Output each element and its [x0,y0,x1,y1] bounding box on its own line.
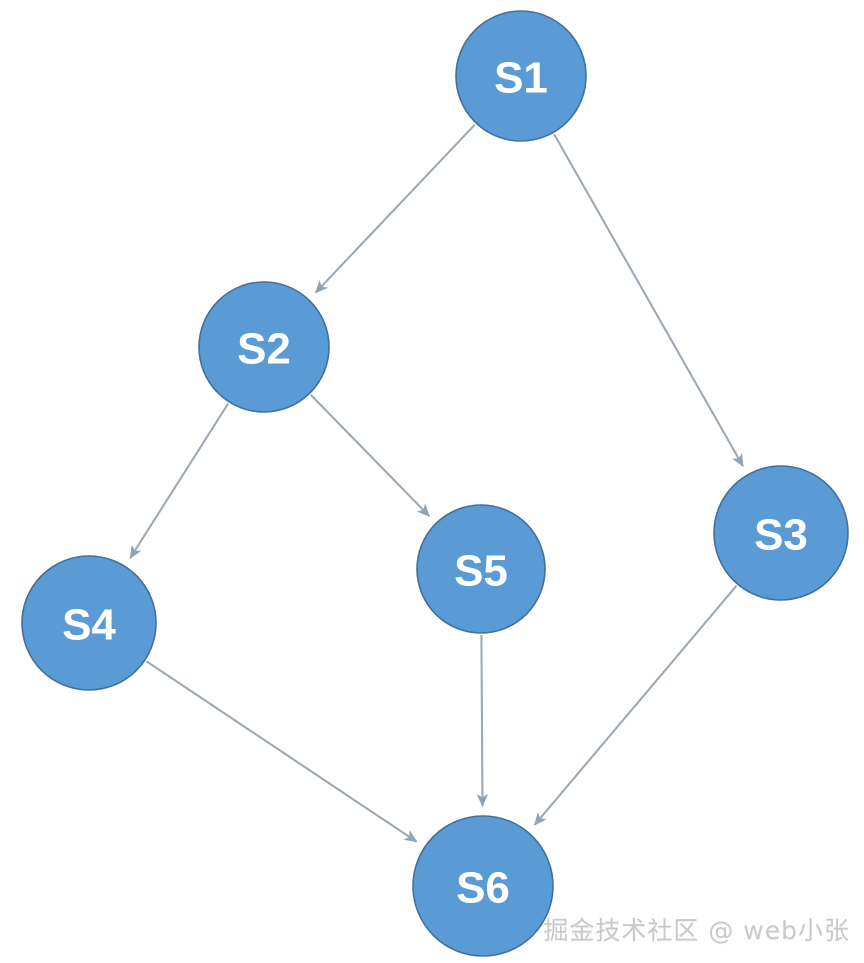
node-s4-shape[interactable] [21,555,157,691]
edges-layer [129,123,744,843]
watermark-text: 掘金技术社区 @ web小张 [543,916,850,945]
node-s1-shape[interactable] [455,10,587,142]
edge-s2-to-s4 [129,403,230,559]
node-s5-label: S5 [454,547,508,596]
node-s4[interactable]: S4 [21,555,157,691]
node-s4-label: S4 [62,601,116,650]
edge-s3-to-s6 [533,585,738,826]
node-s6-label: S6 [456,864,510,913]
node-s3-shape[interactable] [713,465,849,601]
node-s5[interactable]: S5 [416,504,546,634]
node-s2[interactable]: S2 [198,281,330,413]
node-s3-label: S3 [754,511,808,560]
edge-s1-to-s3 [553,133,744,467]
edge-s5-to-s6 [476,634,489,808]
node-s2-label: S2 [237,325,291,374]
edge-s2-to-s5 [310,394,431,517]
edge-s1-to-s2 [314,123,476,294]
node-s1-label: S1 [494,54,548,103]
node-s5-shape[interactable] [416,504,546,634]
node-s3[interactable]: S3 [713,465,849,601]
edge-s4-to-s6 [145,660,418,843]
node-s6-shape[interactable] [412,815,554,957]
node-s6[interactable]: S6 [412,815,554,957]
node-s2-shape[interactable] [198,281,330,413]
node-s1[interactable]: S1 [455,10,587,142]
